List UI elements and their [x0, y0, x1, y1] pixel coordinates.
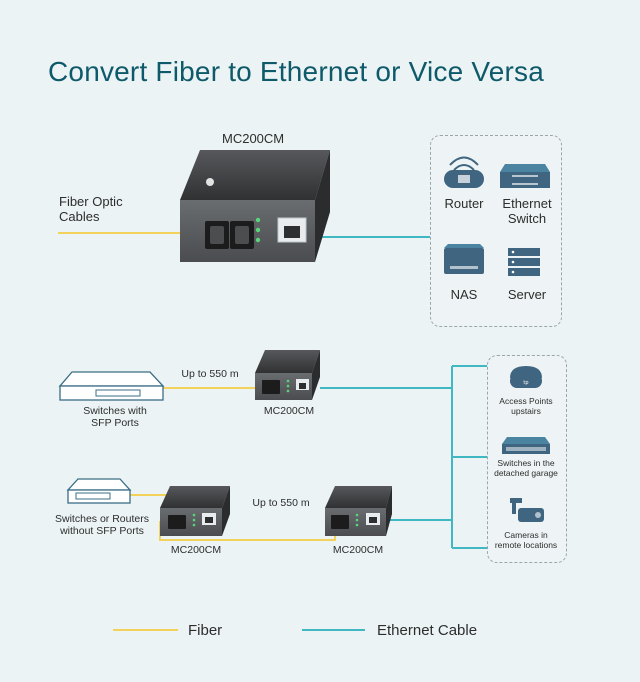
svg-text:tp: tp [523, 380, 528, 386]
switch-without-sfp-icon [66, 478, 132, 504]
led-indicator [255, 227, 261, 233]
page-title: Convert Fiber to Ethernet or Vice Versa [48, 56, 544, 87]
ethernet-switch-icon [500, 164, 550, 188]
nas-label: NAS [450, 287, 478, 302]
device-label-top: MC200CM [222, 131, 285, 146]
mc200cm-bottom-right [325, 486, 392, 536]
remote-cameras-label: Cameras in remote locations [494, 530, 558, 550]
led-indicator [255, 217, 261, 223]
garage-switches-label: Switches in the detached garage [494, 458, 558, 478]
mc200cm-bottom-left [160, 486, 230, 536]
top-devices-panel [430, 135, 562, 327]
server-label: Server [507, 287, 547, 302]
access-points-label: Access Points upstairs [499, 396, 553, 416]
distance-label-bottom: Up to 550 m [252, 497, 310, 509]
mc200cm-large [180, 150, 330, 262]
access-point-icon: tp [510, 366, 542, 388]
sfp-switch-icon [58, 371, 165, 401]
device-label-bottom-left: MC200CM [170, 544, 222, 556]
switch-icon [502, 437, 550, 454]
nas-icon [444, 244, 484, 274]
legend-fiber-label: Fiber [188, 622, 223, 639]
ethernet-switch-label: Ethernet Switch [502, 196, 552, 226]
mc200cm-middle [255, 350, 320, 400]
server-icon [508, 248, 540, 276]
device-label-middle: MC200CM [263, 405, 315, 417]
remote-devices-panel [487, 355, 567, 563]
switch-without-sfp-label: Switches or Routers without SFP Ports [55, 513, 149, 537]
router-label: Router [444, 196, 484, 211]
fiber-optic-cables-label: Fiber Optic Cables [59, 194, 123, 224]
sfp-switch-label: Switches with SFP Ports [83, 405, 147, 429]
camera-icon [510, 498, 544, 522]
router-icon [444, 156, 484, 188]
legend-ethernet-label: Ethernet Cable [377, 622, 478, 639]
tp-link-logo-icon [206, 178, 214, 186]
led-indicator [255, 237, 261, 243]
device-label-bottom-right: MC200CM [332, 544, 384, 556]
distance-label-middle: Up to 550 m [181, 368, 239, 380]
